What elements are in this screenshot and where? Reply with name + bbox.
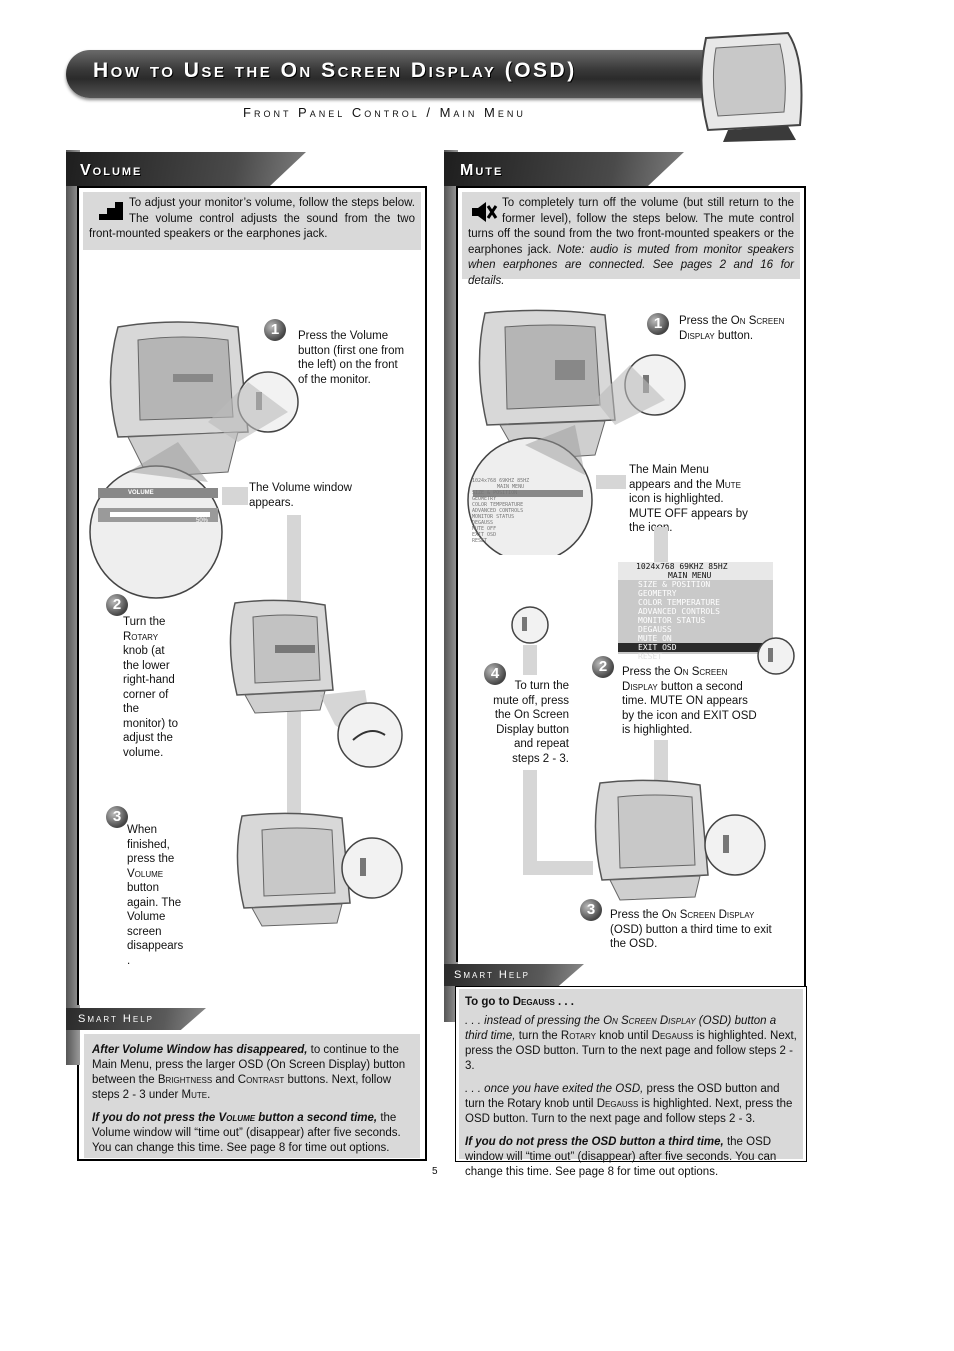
mute-icon bbox=[472, 202, 498, 222]
volume-osd-title: VOLUME bbox=[128, 490, 154, 496]
mute-intro-text: To completely turn off the volume (but s… bbox=[468, 197, 794, 256]
volume-osd-caption: The Volume window appears. bbox=[249, 482, 352, 509]
help-left-box: After Volume Window has disappeared, to … bbox=[84, 1034, 420, 1158]
mute-caption-connector bbox=[596, 475, 626, 489]
volume-intro-text: To adjust your monitor’s volume, follow … bbox=[89, 197, 415, 240]
mute-step3-number: 3 bbox=[580, 899, 602, 921]
volume-intro-box: To adjust your monitor’s volume, follow … bbox=[83, 192, 421, 250]
volume-step3-number: 3 bbox=[106, 806, 128, 828]
volume-step3-text: When finished, press the Volume button a… bbox=[127, 824, 184, 967]
volume-step2-number: 2 bbox=[106, 594, 128, 616]
osd-item-highlighted: EXIT OSD bbox=[618, 643, 773, 652]
mute-step3-text: Press the On Screen Display (OSD) button… bbox=[610, 909, 772, 950]
mute-tab bbox=[444, 152, 684, 186]
volume-osd-value: 50% bbox=[196, 518, 209, 524]
help-right-p3: If you do not press the OSD button a thi… bbox=[465, 1136, 777, 1178]
mute-intro-note: Note: audio is muted from monitor speake… bbox=[468, 243, 794, 287]
help-right-p2: . . . once you have exited the OSD, pres… bbox=[465, 1083, 793, 1125]
mute-monitor-illustration bbox=[467, 309, 686, 555]
osd-title: MAIN MENU bbox=[618, 571, 773, 580]
help-right-tab bbox=[444, 964, 584, 986]
mute-flow-bar-4c bbox=[523, 861, 593, 875]
volume-step1-text: Press the Volume button (first one from … bbox=[298, 330, 405, 386]
mute-step4-text: To turn the mute off, press the On Scree… bbox=[493, 680, 569, 765]
help-right-p1: . . . instead of pressing the On Screen … bbox=[465, 1015, 797, 1072]
mute-shade bbox=[444, 150, 458, 970]
mute-step2-number: 2 bbox=[592, 656, 614, 678]
help-left-p2: If you do not press the Volume button a … bbox=[92, 1112, 401, 1154]
page-number: 5 bbox=[432, 1166, 438, 1177]
volume-tab bbox=[66, 152, 306, 186]
monitor-header-icon bbox=[700, 31, 803, 142]
help-right-tab-label: Smart Help bbox=[454, 969, 530, 981]
osd-item: MUTE ON bbox=[638, 634, 672, 643]
mute-flow-bar-2 bbox=[654, 740, 668, 782]
mute-flow-bar-4b bbox=[523, 770, 537, 875]
help-right-box: To go to Degauss . . . . . . instead of … bbox=[459, 989, 803, 1178]
mute-osd-small: 1024x768 69KHZ 85HZ MAIN MENU SIZE & POS… bbox=[472, 478, 530, 544]
mute-flow-bar-1 bbox=[654, 527, 668, 563]
volume-monitor-illustration bbox=[89, 321, 299, 599]
mute-step4-number: 4 bbox=[484, 663, 506, 685]
osd-item: GEOMETRY bbox=[638, 589, 677, 598]
help-left-p1: After Volume Window has disappeared, to … bbox=[92, 1044, 406, 1101]
volume-shade bbox=[66, 150, 80, 1020]
osd-item: ADVANCED CONTROLS bbox=[638, 607, 720, 616]
volume-caption-connector bbox=[222, 487, 248, 505]
page-title: How to Use the On Screen Display (OSD) bbox=[93, 59, 577, 82]
volume-step1-number: 1 bbox=[264, 319, 286, 341]
mute-step1-text: Press the On Screen Display button. bbox=[679, 315, 785, 342]
volume-finish-illustration bbox=[236, 812, 403, 927]
volume-icon bbox=[91, 202, 123, 220]
mute-step2-text: Press the On Screen Display button a sec… bbox=[622, 666, 757, 736]
osd-item: COLOR TEMPERATURE bbox=[638, 598, 720, 607]
osd-main-menu: 1024x768 69KHZ 85HZ MAIN MENU SIZE & POS… bbox=[618, 562, 773, 661]
osd-item: MONITOR STATUS bbox=[638, 616, 706, 625]
mute-tab-label: Mute bbox=[460, 162, 504, 179]
volume-rotary-illustration bbox=[229, 599, 403, 768]
mute-exit-illustration bbox=[594, 779, 766, 901]
mute-flow-bar-4a bbox=[523, 645, 537, 675]
help-left-tab-label: Smart Help bbox=[78, 1013, 154, 1025]
mute-button-detail-2 bbox=[757, 637, 795, 675]
mute-menu-caption: The Main Menu appears and the Mute icon … bbox=[629, 464, 748, 534]
osd-item: RESET bbox=[638, 652, 663, 661]
help-right-heading: To go to Degauss . . . bbox=[465, 996, 574, 1008]
osd-item: SIZE & POSITION bbox=[638, 580, 711, 589]
osd-resolution: 1024x768 69KHZ 85HZ bbox=[618, 562, 773, 571]
title-banner bbox=[66, 50, 726, 98]
osd-item: DEGAUSS bbox=[638, 625, 672, 634]
mute-intro-box: To completely turn off the volume (but s… bbox=[462, 192, 800, 287]
volume-tab-label: Volume bbox=[80, 162, 143, 179]
mute-step1-number: 1 bbox=[647, 313, 669, 335]
page-subtitle: Front Panel Control / Main Menu bbox=[243, 105, 526, 120]
help-left-tab bbox=[66, 1008, 206, 1030]
mute-button-detail-4 bbox=[511, 606, 549, 644]
